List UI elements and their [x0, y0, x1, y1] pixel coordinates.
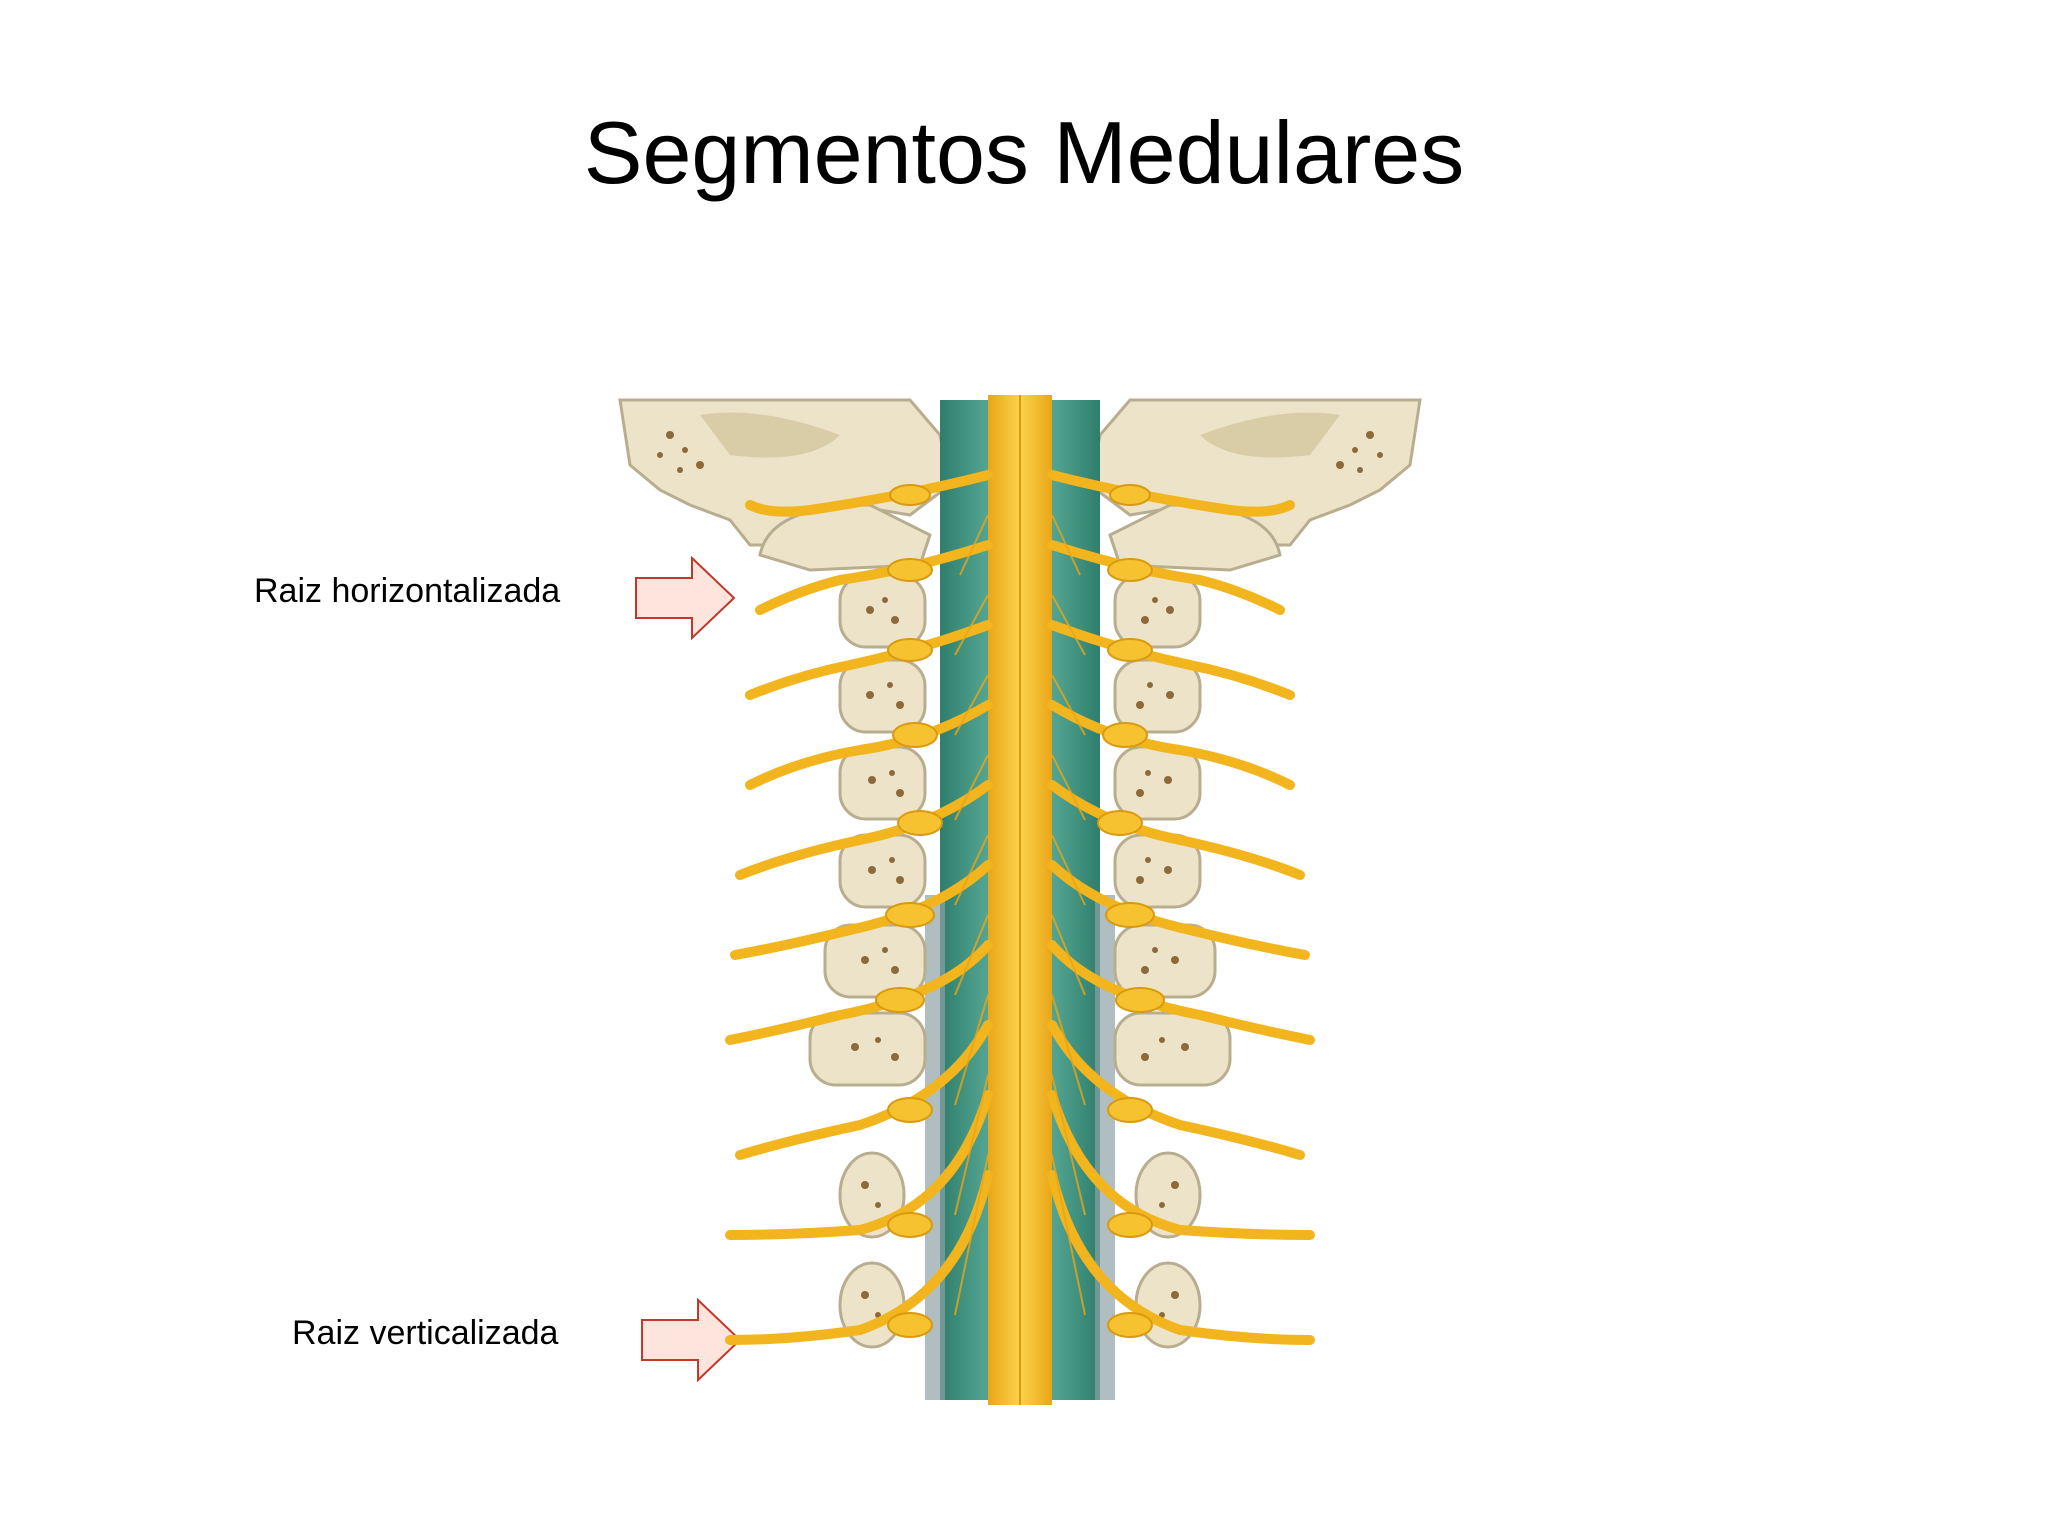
arrow-right-icon	[641, 1298, 742, 1382]
arrow-right-icon	[635, 556, 736, 640]
spinal-ganglia	[875, 484, 1165, 1338]
vertebrae-right	[1108, 503, 1282, 1349]
slide-title: Segmentos Medulares	[583, 103, 1465, 202]
nerve-roots-left	[725, 470, 993, 1345]
spinal-cord-illustration	[618, 395, 1422, 1405]
label-vertical-root: Raiz verticalizada	[292, 1314, 559, 1352]
nerve-roots-right	[1047, 470, 1315, 1345]
label-horizontal-root: Raiz horizontalizada	[254, 572, 561, 610]
skull-base	[618, 398, 1422, 547]
